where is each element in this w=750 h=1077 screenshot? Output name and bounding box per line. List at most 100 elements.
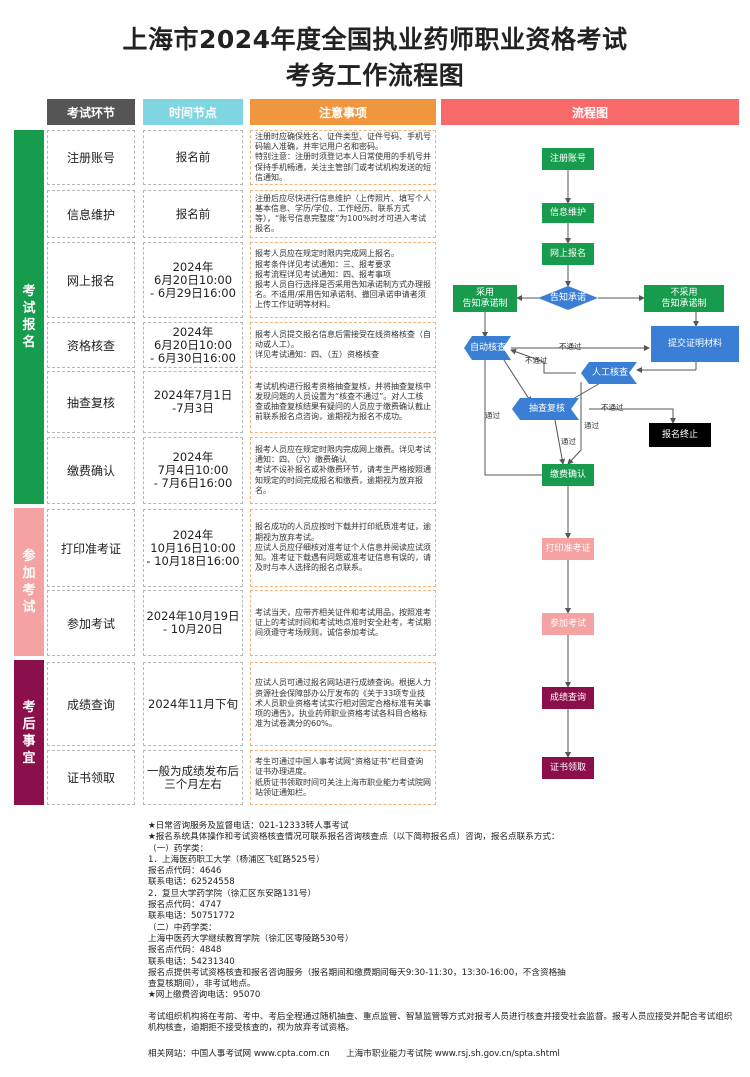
- footer-contacts: ★日常咨询服务及监督电话：021-12333转人事考试★报名系统具体操作和考试资…: [148, 821, 738, 1002]
- section-after: 考后事宜: [14, 660, 44, 805]
- row-stage-3: 资格核查: [47, 322, 135, 368]
- row-note-7-text: 考试当天，应带齐相关证件和考试用品，按照准考证上的考试时间和考试地点准时安全赴考…: [255, 607, 431, 638]
- flowchart-connectors: [464, 170, 699, 758]
- row-stage-8: 成绩查询: [47, 662, 135, 746]
- row-stage-8-text: 成绩查询: [66, 697, 115, 712]
- decision-promise-shape: [538, 286, 598, 310]
- flow-attend: 参加考试: [542, 613, 594, 635]
- footer-line: 联系电话：50751772: [148, 911, 235, 922]
- page-subtitle: 考务工作流程图: [285, 61, 465, 90]
- label-fail-manual: 不通过: [525, 356, 548, 365]
- footer-line: 1．上海医药职工大学（杨浦区飞虹路525号）: [148, 854, 325, 865]
- footer-line: ★网上缴费咨询电话：95070: [148, 990, 261, 1001]
- row-time-4-text: 2024年7月1日 -7月3日: [153, 388, 233, 415]
- flow-print: 打印准考证: [542, 538, 594, 560]
- row-note-9-text: 考生可通过中国人事考试网“资格证书”栏目查询证书办理进度。 纸质证书领取时间可关…: [255, 757, 431, 797]
- footer-line: 报名点代码：4646: [148, 866, 222, 877]
- label-pass-spot: 通过: [561, 437, 576, 446]
- flow-submit-proof: 提交证明材料: [651, 326, 739, 362]
- footer-line: （二）中药学类：: [148, 922, 217, 933]
- row-time-2-text: 2024年 6月20日10:00 - 6月29日16:00: [150, 259, 236, 300]
- row-stage-9: 证书领取: [47, 750, 135, 805]
- row-note-9: 考生可通过中国人事考试网“资格证书”栏目查询证书办理进度。 纸质证书领取时间可关…: [250, 750, 436, 805]
- row-note-3-text: 报考人员提交报名信息后需接受在线资格核查（自动或人工）。 详见考试通知：四、（五…: [255, 329, 431, 360]
- row-note-5-text: 报考人员应在规定时限内完成网上缴费。详见考试通知：四、（六）缴费确认 考试不设补…: [255, 444, 431, 495]
- flow-terminate: 报名终止: [649, 423, 711, 447]
- footer-line: 联系电话：54231340: [148, 956, 235, 967]
- page-title: 上海市2024年度全国执业药师职业资格考试: [122, 25, 628, 54]
- row-time-2: 2024年 6月20日10:00 - 6月29日16:00: [143, 242, 243, 318]
- row-time-7: 2024年10月19日 - 10月20日: [143, 590, 243, 656]
- row-time-3: 2024年 6月20日10:00 - 6月30日16:00: [143, 322, 243, 368]
- row-time-9-text: 一般为成绩发布后 三个月左右: [147, 763, 239, 791]
- row-note-1-text: 注册后应尽快进行信息维护（上传照片、填写个人基本信息、学历/学位、工作经历、联系…: [255, 193, 431, 234]
- row-time-6: 2024年 10月16日10:00 - 10月18日16:00: [143, 509, 243, 587]
- footer-line: 联系电话：62524558: [148, 877, 235, 888]
- footer-line: 查复核期间），非考试地点。: [148, 979, 256, 990]
- row-stage-3-text: 资格核查: [66, 338, 115, 353]
- auto-check-shape: [464, 336, 511, 360]
- row-stage-4-text: 抽查复核: [66, 395, 115, 410]
- footer-line: （一）药学类：: [148, 843, 209, 854]
- row-stage-9-text: 证书领取: [66, 771, 115, 785]
- row-note-2: 报考人员应在规定时限内完成网上报名。 报考条件详见考试通知：三、报考要求 报考流…: [250, 242, 436, 318]
- row-note-0: 注册时应确保姓名、证件类型、证件号码、手机号码输入准确，并牢记用户名和密码。 特…: [250, 130, 436, 185]
- manual-check-shape: [581, 362, 637, 384]
- header-time: 时间节点: [143, 99, 243, 125]
- footer-line: 报名点代码：4848: [148, 945, 222, 956]
- row-time-5-text: 2024年 7月4日10:00 - 7月6日16:00: [153, 450, 233, 490]
- row-time-0: 报名前: [143, 130, 243, 185]
- row-note-7: 考试当天，应带齐相关证件和考试用品，按照准考证上的考试时间和考试地点准时安全赴考…: [250, 590, 436, 656]
- row-time-1-text: 报名前: [175, 206, 211, 221]
- row-note-6: 报名成功的人员应按时下载并打印纸质准考证，逾期视为放弃考试。 应试人员应仔细核对…: [250, 509, 436, 587]
- row-note-4-text: 考试机构进行报考资格抽查复核，并将抽查复核中发现问题的人员设置为“核查不通过”。…: [255, 381, 431, 422]
- row-stage-2: 网上报名: [47, 242, 135, 318]
- row-stage-2-text: 网上报名: [66, 273, 115, 288]
- flow-cert: 证书领取: [542, 757, 594, 779]
- label-pass-manual: 通过: [584, 421, 599, 430]
- row-stage-1-text: 信息维护: [66, 207, 115, 222]
- row-time-8-text: 2024年11月下旬: [148, 696, 238, 711]
- row-stage-6: 打印准考证: [47, 509, 135, 587]
- flow-auto-check: 自动核查: [469, 342, 506, 353]
- row-note-2-text: 报考人员应在规定时限内完成网上报名。 报考条件详见考试通知：三、报考要求 报考流…: [255, 249, 431, 310]
- arrow-spot-terminate: [589, 408, 676, 424]
- section-registration: 考试报名: [14, 130, 44, 504]
- flow-manual-check: 人工核查: [591, 367, 628, 378]
- footer-line: 2．复旦大学药学院（徐汇区东安路131号）: [148, 888, 316, 899]
- spot-check-shape: [512, 398, 579, 420]
- row-note-3: 报考人员提交报名信息后需接受在线资格核查（自动或人工）。 详见考试通知：四、（五…: [250, 322, 436, 368]
- arrow-spot-pay: [554, 419, 566, 465]
- row-stage-6-text: 打印准考证: [60, 541, 121, 556]
- row-stage-7: 参加考试: [47, 590, 135, 656]
- row-note-1: 注册后应尽快进行信息维护（上传照片、填写个人基本信息、学历/学位、工作经历、联系…: [250, 190, 436, 238]
- footer-line: ★报名系统具体操作和考试资格核查情况可联系报名咨询核查点（以下简称报名点）咨询，…: [148, 832, 560, 843]
- label-pass-auto: 通过: [485, 411, 500, 420]
- arrow-manual-auto: [510, 348, 576, 374]
- footer-websites: 相关网站：中国人事考试网 www.cpta.com.cn 上海市职业能力考试院 …: [148, 1049, 560, 1059]
- row-stage-5: 缴费确认: [47, 437, 135, 504]
- row-note-0-text: 注册时应确保姓名、证件类型、证件号码、手机号码输入准确，并牢记用户名和密码。 特…: [255, 132, 431, 182]
- row-note-8-text: 应试人员可通过报名网站进行成绩查询。根据人力资源社会保障部办公厅发布的《关于33…: [255, 678, 431, 729]
- header-flow: 流程图: [441, 99, 739, 125]
- row-note-8: 应试人员可通过报名网站进行成绩查询。根据人力资源社会保障部办公厅发布的《关于33…: [250, 662, 436, 746]
- label-fail-auto: 不通过: [559, 342, 582, 351]
- header-notes: 注意事项: [250, 99, 436, 125]
- flow-adopt: 采用 告知承诺制: [453, 285, 517, 312]
- label-fail-spot: 不通过: [601, 403, 624, 412]
- row-note-6-text: 报名成功的人员应按时下载并打印纸质准考证，逾期视为放弃考试。 应试人员应仔细核对…: [255, 522, 431, 573]
- row-stage-7-text: 参加考试: [66, 616, 115, 631]
- row-stage-1: 信息维护: [47, 190, 135, 238]
- row-note-4: 考试机构进行报考资格抽查复核，并将抽查复核中发现问题的人员设置为“核查不通过”。…: [250, 371, 436, 433]
- flow-promise: 告知承诺: [549, 292, 586, 303]
- flow-not-adopt: 不采用 告知承诺制: [644, 285, 724, 312]
- row-time-6-text: 2024年 10月16日10:00 - 10月18日16:00: [146, 527, 240, 568]
- row-time-8: 2024年11月下旬: [143, 662, 243, 746]
- header-stage: 考试环节: [47, 99, 135, 125]
- footer-line: 上海中医药大学继续教育学院（徐汇区零陵路530号）: [148, 933, 354, 944]
- footer-line: 报名点提供考试资格核查和报名咨询服务（报名期间和缴费期间每天9:30-11:30…: [148, 967, 566, 978]
- row-stage-5-text: 缴费确认: [66, 464, 115, 478]
- row-time-7-text: 2024年10月19日 - 10月20日: [146, 609, 240, 636]
- flow-apply: 网上报名: [542, 243, 594, 265]
- row-time-5: 2024年 7月4日10:00 - 7月6日16:00: [143, 437, 243, 504]
